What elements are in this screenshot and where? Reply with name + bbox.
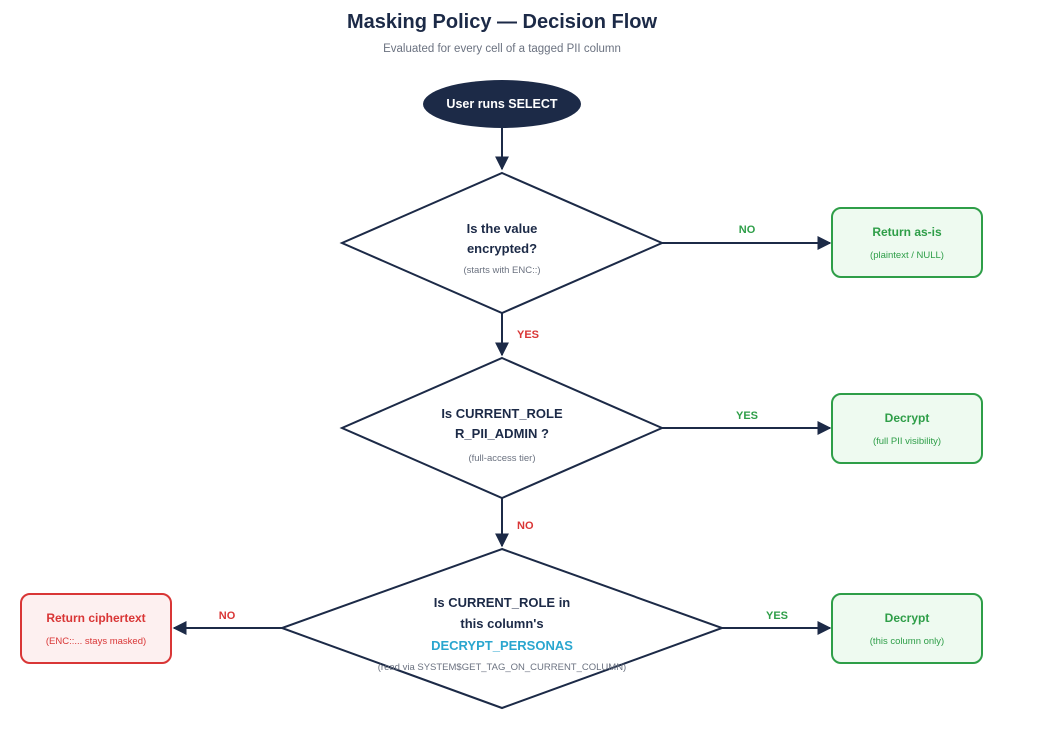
outcome-decrypt-column: Decrypt (this column only) [831,593,983,664]
outcome-decrypt-column-sub: (this column only) [870,636,944,647]
outcome-return-as-is-title: Return as-is [872,225,942,239]
decision-personas-note: (read via SYSTEM$GET_TAG_ON_CURRENT_COLU… [378,662,626,673]
decision-decrypt-personas: Is CURRENT_ROLE in this column's DECRYPT… [279,547,725,710]
outcome-return-ciphertext: Return ciphertext (ENC::... stays masked… [20,593,172,664]
edge-label-d1-no: NO [739,224,756,236]
decision-pii-admin: Is CURRENT_ROLE R_PII_ADMIN ? (full-acce… [339,356,665,500]
page-title: Masking Policy — Decision Flow [347,11,658,33]
connectors [172,127,832,635]
page-subtitle: Evaluated for every cell of a tagged PII… [383,43,621,55]
decision-pii-admin-line2: R_PII_ADMIN ? [455,426,549,441]
outcome-return-as-is-sub: (plaintext / NULL) [870,250,944,261]
edge-label-d2-yes: YES [736,410,758,422]
outcome-return-ciphertext-sub: (ENC::... stays masked) [46,636,146,647]
decision-encrypted: Is the value encrypted? (starts with ENC… [339,171,665,315]
decision-encrypted-note: (starts with ENC::) [463,265,540,276]
start-label: User runs SELECT [446,97,558,111]
edge-label-d3-yes: YES [766,610,788,622]
edge-label-d1-yes: YES [517,329,539,341]
decision-personas-line2: this column's [460,616,543,631]
outcome-decrypt-full-title: Decrypt [885,411,930,425]
start-node: User runs SELECT [423,80,581,128]
edge-label-d2-no: NO [517,520,534,532]
decision-pii-admin-line1: Is CURRENT_ROLE [441,406,563,421]
outcome-return-ciphertext-title: Return ciphertext [46,611,145,625]
outcome-decrypt-full-sub: (full PII visibility) [873,436,941,447]
outcome-return-as-is: Return as-is (plaintext / NULL) [831,207,983,278]
decision-pii-admin-note: (full-access tier) [468,453,535,464]
decision-encrypted-line1: Is the value [467,221,538,236]
decision-personas-highlight: DECRYPT_PERSONAS [431,638,573,653]
decision-personas-line1: Is CURRENT_ROLE in [434,595,571,610]
decision-encrypted-line2: encrypted? [467,241,537,256]
edge-label-d3-no: NO [219,610,236,622]
outcome-decrypt-column-title: Decrypt [885,611,930,625]
outcome-decrypt-full: Decrypt (full PII visibility) [831,393,983,464]
